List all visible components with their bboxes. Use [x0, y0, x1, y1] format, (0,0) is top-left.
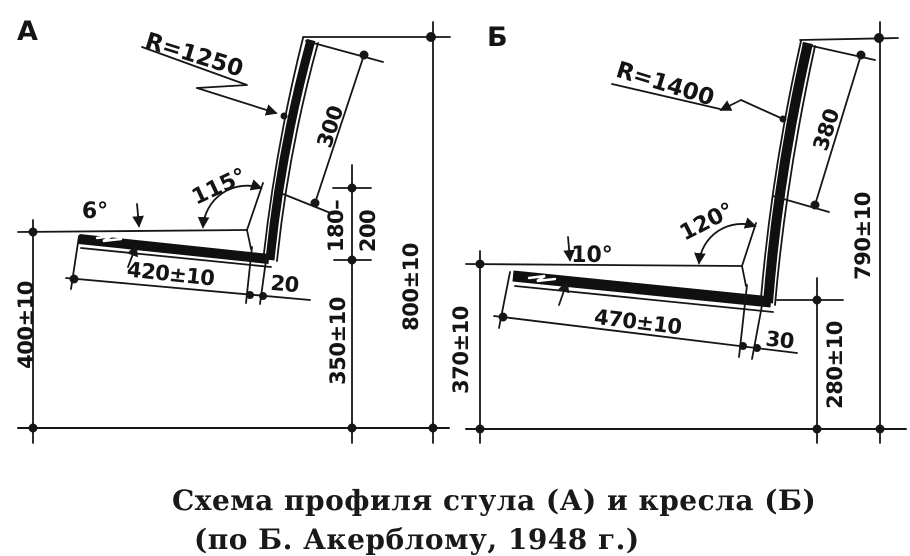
dimension-points-a [28, 32, 438, 433]
seat-surface-b [512, 270, 772, 308]
dim-point [28, 423, 38, 433]
dim-back-length-b: 380 [808, 106, 844, 154]
backrest-b [763, 41, 813, 304]
dim-seat-angle-b: 10° [571, 243, 613, 268]
seat-level-line-a [17, 229, 248, 233]
dim-seat-depth-a: 420±10 [126, 258, 216, 291]
dim-point [310, 198, 320, 208]
radius-leader-link-b [740, 99, 784, 120]
dim-point [475, 424, 485, 434]
dim-front-height-a: 400±10 [14, 281, 38, 369]
seat-underside-a [80, 247, 272, 268]
dim-radius-b: R=1400 [613, 57, 717, 111]
angle-vertex-ray-a [246, 182, 264, 231]
dim-point [246, 291, 254, 299]
dim-back-offset-a: 20 [270, 271, 300, 297]
diagram-label-b: Б [487, 22, 508, 53]
dim-back-angle-b: 120° [676, 198, 738, 246]
back-length-dim-line-a [314, 54, 365, 204]
dim-point [280, 112, 288, 120]
seat-depth-dim-line-a [65, 277, 311, 301]
dimension-points-b [475, 33, 885, 434]
radius-leader-arrow-a [196, 87, 278, 116]
caption: Схема профиля стула (А) и кресла (Б) (по… [172, 484, 816, 556]
dim-point [428, 423, 438, 433]
dim-point [359, 50, 369, 60]
dim-front-height-b: 370±10 [449, 306, 473, 394]
dim-point [812, 295, 822, 305]
dim-back-height-b: 280±10 [823, 321, 847, 409]
caption-line-2: (по Б. Акерблому, 1948 г.) [194, 523, 640, 556]
dim-point [753, 344, 761, 352]
dim-point [347, 255, 357, 265]
back-length-dim-line-b [814, 54, 862, 206]
dim-point [69, 274, 79, 284]
dim-point [347, 183, 357, 193]
seat-level-line-b [465, 263, 743, 267]
diagram-a: А R=1250 115° 6° 300 180– 200 420±10 20 … [14, 16, 451, 444]
ext-lumbar-b [772, 195, 830, 213]
chair-profile-a [78, 37, 319, 268]
dim-total-height-b: 790±10 [851, 192, 875, 280]
seat-angle-arrow-bottom-a [126, 244, 138, 268]
dim-point [739, 342, 747, 350]
angle-vertex-ray-b [741, 222, 757, 267]
caption-line-1: Схема профиля стула (А) и кресла (Б) [172, 484, 816, 517]
backrest-front-edge-b [760, 40, 802, 299]
dim-radius-a: R=1250 [142, 28, 246, 82]
seat-texture-mark-b [527, 274, 557, 283]
reference-lines-a [17, 21, 451, 444]
radius-leader-b [611, 83, 721, 110]
dim-back-height-a: 350±10 [326, 297, 350, 385]
dim-point [810, 200, 820, 210]
dim-lumbar-max-a: 200 [356, 210, 380, 252]
angle-vertex-drop-a [246, 229, 252, 250]
radius-leader-a [141, 46, 248, 89]
chair-profile-b [512, 40, 816, 313]
dim-lumbar-min-a: 180– [324, 200, 348, 252]
dim-point [856, 50, 866, 60]
backrest-rear-edge-a [276, 42, 319, 262]
dim-point [28, 227, 38, 237]
ext-backrest-top-a [305, 40, 384, 63]
backrest-front-edge-a [263, 37, 304, 254]
backrest-a [265, 38, 316, 261]
backrest-rear-edge-b [774, 45, 816, 306]
dim-back-length-a: 300 [312, 103, 348, 151]
dim-back-offset-b: 30 [764, 327, 795, 354]
dim-point [874, 33, 884, 43]
angle-vertex-drop-b [741, 265, 747, 287]
dim-point [812, 424, 822, 434]
back-angle-arc-a [197, 179, 263, 229]
dim-back-angle-a: 115° [188, 164, 250, 211]
dim-total-height-a: 800±10 [399, 243, 423, 331]
diagram-b: Б R=1400 120° 10° 380 470±10 30 370±10 2… [449, 21, 907, 444]
dim-seat-angle-a: 6° [82, 199, 108, 224]
ext-lumbar-a [277, 191, 334, 215]
dim-point [498, 312, 508, 322]
seat-angle-arrow-top-a [132, 203, 144, 228]
dim-point [426, 32, 436, 42]
dim-point [875, 424, 885, 434]
dim-point [347, 423, 357, 433]
radius-leader-arrow-b [719, 99, 742, 111]
dim-point [475, 259, 485, 269]
seat-angle-arrow-bottom-b [558, 280, 570, 306]
diagram-label-a: А [17, 16, 38, 47]
back-angle-arc-b [694, 217, 757, 265]
seat-angle-arrow-top-b [563, 236, 575, 262]
dim-point [259, 292, 267, 300]
dim-point [779, 115, 787, 123]
seat-texture-mark-a [95, 234, 123, 243]
seat-underside-b [514, 285, 774, 313]
seat-surface-a [78, 234, 270, 264]
dim-seat-depth-b: 470±10 [593, 305, 683, 340]
